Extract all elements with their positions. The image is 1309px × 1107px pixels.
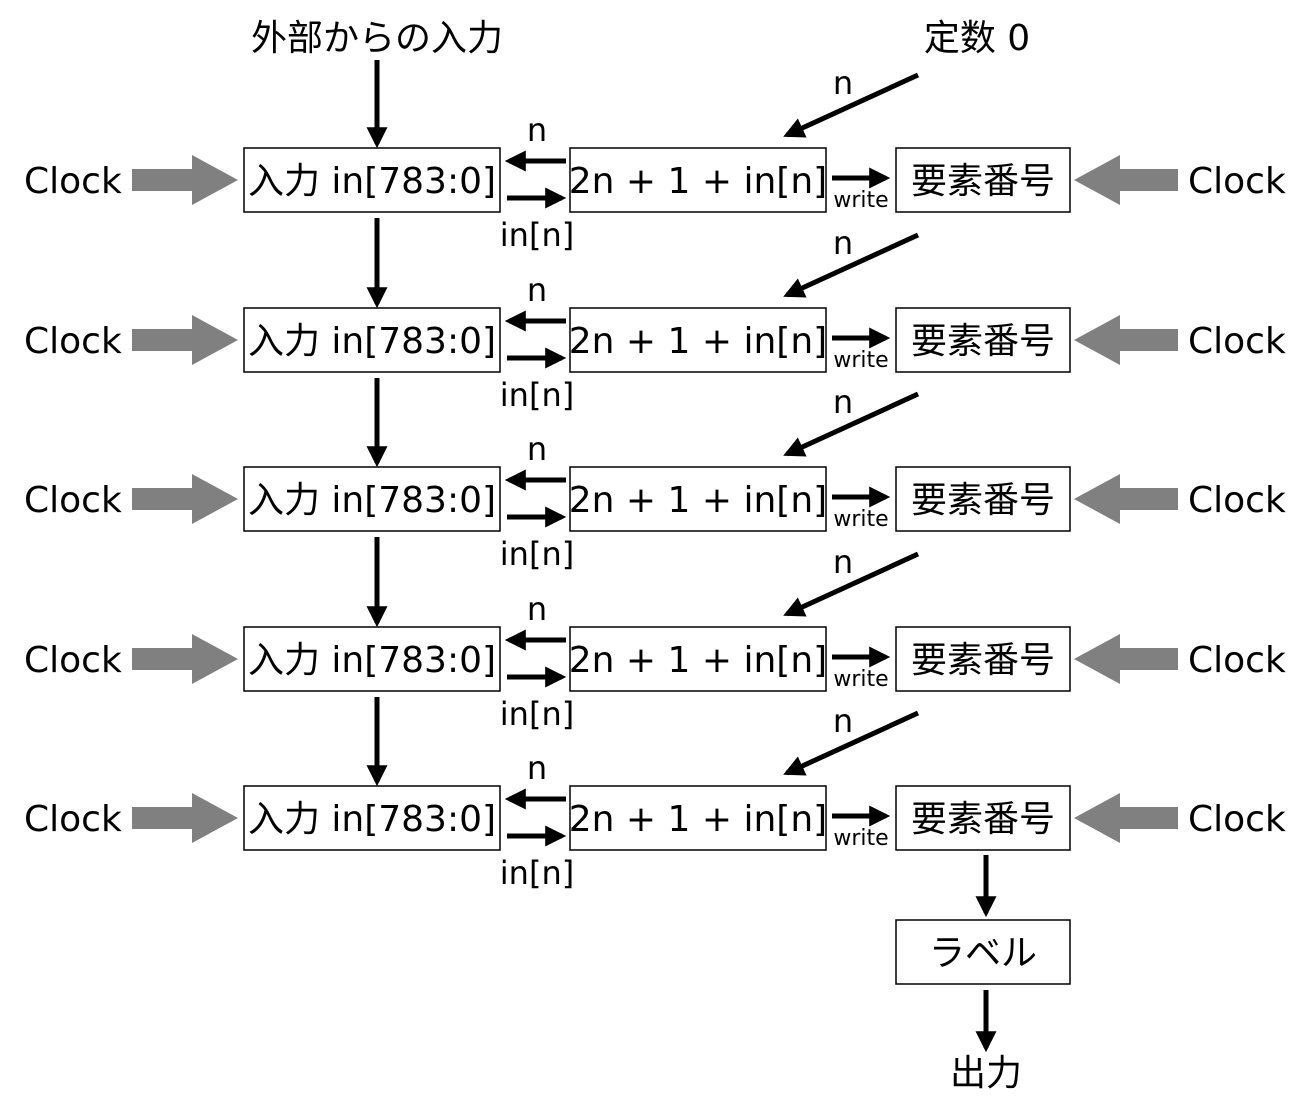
index-box-text: 要素番号 — [911, 480, 1055, 521]
clock-arrow-right — [1074, 793, 1178, 843]
clock-label-left: Clock — [24, 161, 122, 202]
input-box-text: 入力 in[783:0] — [248, 161, 496, 202]
in-n-label: in[n] — [500, 216, 574, 254]
index-box-text: 要素番号 — [911, 640, 1055, 681]
index-box — [895, 466, 1071, 532]
n-label: n — [527, 111, 547, 149]
n-diagonal-arrow — [783, 72, 920, 138]
clock-arrow-left — [132, 315, 238, 365]
clock-arrow-right — [1074, 315, 1178, 365]
input-box — [243, 626, 501, 692]
n-diagonal-arrow — [783, 232, 920, 298]
clock-label-right: Clock — [1188, 640, 1286, 681]
in-n-label: in[n] — [500, 376, 574, 414]
index-box — [895, 147, 1071, 213]
input-box-text: 入力 in[783:0] — [248, 321, 496, 362]
write-label: write — [833, 348, 888, 373]
input-box — [243, 147, 501, 213]
n-diagonal-arrow — [783, 391, 920, 457]
clock-arrow-left — [132, 474, 238, 524]
n-diagonal-arrow — [783, 551, 920, 617]
clock-label-right: Clock — [1188, 480, 1286, 521]
clock-arrow-left — [132, 634, 238, 684]
input-box-text: 入力 in[783:0] — [248, 799, 496, 840]
compute-box — [569, 307, 827, 373]
write-label: write — [833, 826, 888, 851]
clock-arrow-left — [132, 793, 238, 843]
index-box-text: 要素番号 — [911, 321, 1055, 362]
in-n-label: in[n] — [500, 695, 574, 733]
label-box — [895, 919, 1071, 985]
pipeline-stages: Clock 入力 in[783:0] 2n + 1 + in[n] 要素番号 n in[n… — [24, 64, 1286, 892]
write-label: write — [833, 507, 888, 532]
clock-label-left: Clock — [24, 321, 122, 362]
clock-label-right: Clock — [1188, 321, 1286, 362]
index-box — [895, 307, 1071, 373]
index-box — [895, 626, 1071, 692]
compute-box-text: 2n + 1 + in[n] — [569, 640, 827, 681]
clock-label-left: Clock — [24, 640, 122, 681]
input-box — [243, 466, 501, 532]
n-diagonal-label: n — [833, 224, 853, 262]
compute-box — [569, 147, 827, 213]
index-box-text: 要素番号 — [911, 799, 1055, 840]
compute-box — [569, 785, 827, 851]
compute-box-text: 2n + 1 + in[n] — [569, 161, 827, 202]
n-diagonal-label: n — [833, 702, 853, 740]
in-n-label: in[n] — [500, 535, 574, 573]
clock-arrow-left — [132, 155, 238, 205]
output-label: 出力 — [950, 1053, 1022, 1094]
write-label: write — [833, 188, 888, 213]
n-label: n — [527, 590, 547, 628]
clock-label-right: Clock — [1188, 799, 1286, 840]
compute-box-text: 2n + 1 + in[n] — [569, 480, 827, 521]
clock-label-left: Clock — [24, 799, 122, 840]
clock-label-right: Clock — [1188, 161, 1286, 202]
label-box-text: ラベル — [929, 933, 1037, 974]
write-label: write — [833, 667, 888, 692]
n-diagonal-arrow — [783, 710, 920, 776]
compute-box — [569, 626, 827, 692]
clock-arrow-right — [1074, 474, 1178, 524]
in-n-label: in[n] — [500, 854, 574, 892]
constant-zero-label: 定数 0 — [924, 18, 1030, 59]
n-diagonal-label: n — [833, 64, 853, 102]
n-diagonal-label: n — [833, 383, 853, 421]
clock-label-left: Clock — [24, 480, 122, 521]
index-box-text: 要素番号 — [911, 161, 1055, 202]
n-diagonal-label: n — [833, 543, 853, 581]
index-box — [895, 785, 1071, 851]
input-box — [243, 307, 501, 373]
clock-arrow-right — [1074, 155, 1178, 205]
compute-box-text: 2n + 1 + in[n] — [569, 321, 827, 362]
compute-box — [569, 466, 827, 532]
input-box — [243, 785, 501, 851]
n-label: n — [527, 430, 547, 468]
external-input-label: 外部からの入力 — [251, 18, 503, 59]
input-box-text: 入力 in[783:0] — [248, 480, 496, 521]
n-label: n — [527, 271, 547, 309]
compute-box-text: 2n + 1 + in[n] — [569, 799, 827, 840]
clock-arrow-right — [1074, 634, 1178, 684]
n-label: n — [527, 749, 547, 787]
input-box-text: 入力 in[783:0] — [248, 640, 496, 681]
